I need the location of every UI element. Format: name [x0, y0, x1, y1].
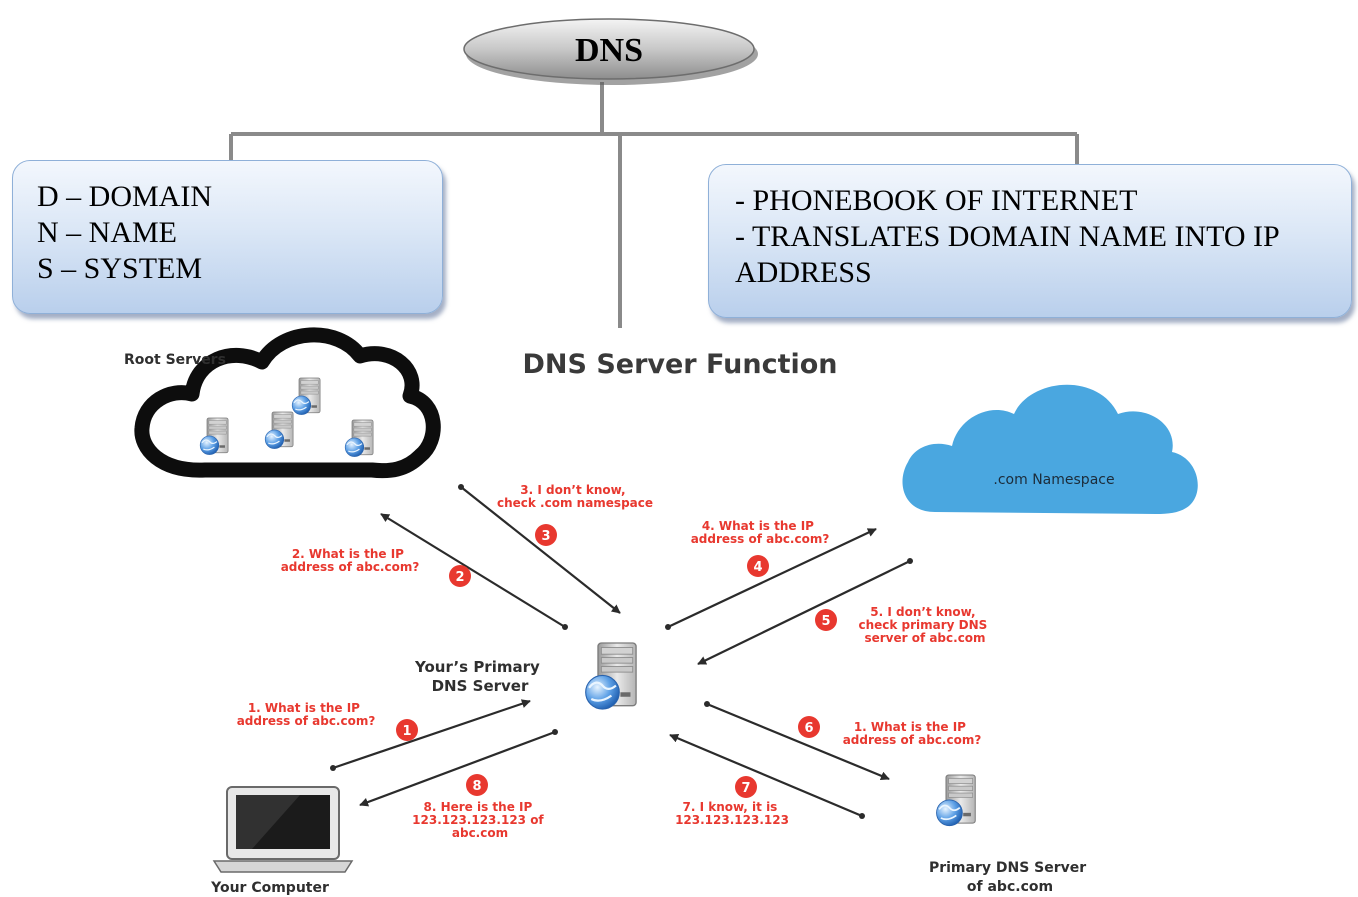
com-namespace-cloud	[902, 384, 1198, 514]
description-box: - PHONEBOOK OF INTERNET - TRANSLATES DOM…	[708, 164, 1352, 318]
dns-title: DNS	[575, 32, 643, 69]
arrow-step-5	[697, 560, 911, 665]
root-servers-cloud	[134, 327, 441, 479]
step-6-text: 1. What is the IP address of abc.com?	[843, 720, 982, 747]
com-namespace-label: .com Namespace	[993, 472, 1114, 488]
abc-dns-server-label: Primary DNS Server of abc.com	[929, 860, 1091, 895]
arrow-step-6	[706, 702, 890, 781]
step-1: 1 1. What is the IP address of abc.com?	[237, 701, 418, 741]
flow-arrows	[332, 486, 911, 818]
arrow-step-4	[667, 528, 877, 628]
step-4-text: 4. What is the IP address of abc.com?	[691, 519, 830, 546]
dns-title-oval: DNS	[463, 18, 758, 85]
step-8: 8 8. Here is the IP 123.123.123.123 of a…	[412, 774, 548, 840]
acronym-line-s: S – SYSTEM	[37, 252, 203, 285]
step-2: 2 2. What is the IP address of abc.com?	[281, 547, 471, 587]
primary-dns-server-label: Your’s Primary DNS Server	[414, 658, 545, 695]
abc-dns-server-icon	[935, 774, 977, 827]
step-7: 7 7. I know, it is 123.123.123.123	[675, 776, 789, 827]
description-line-1: - PHONEBOOK OF INTERNET	[735, 184, 1138, 217]
arrow-step-3	[460, 486, 621, 614]
primary-dns-server-icon	[584, 641, 638, 711]
arrow-step-7	[669, 733, 863, 818]
step-4: 4 4. What is the IP address of abc.com?	[691, 519, 830, 577]
step-8-badge: 8	[472, 779, 481, 794]
step-7-text: 7. I know, it is 123.123.123.123	[675, 800, 789, 827]
computer-label: Your Computer	[210, 880, 329, 896]
step-8-text: 8. Here is the IP 123.123.123.123 of abc…	[412, 800, 548, 840]
step-3-text: 3. I don’t know, check .com namespace	[497, 483, 653, 510]
step-3-badge: 3	[541, 529, 550, 544]
step-5-badge: 5	[821, 614, 830, 629]
step-3: 3 3. I don’t know, check .com namespace	[497, 483, 653, 546]
diagram-title: DNS Server Function	[522, 349, 837, 380]
arrow-tail-dots	[330, 484, 913, 819]
root-servers-label: Root Servers	[124, 352, 226, 368]
arrow-step-2	[380, 513, 566, 628]
step-4-badge: 4	[753, 560, 762, 575]
acronym-line-n: N – NAME	[37, 216, 177, 249]
step-1-text: 1. What is the IP address of abc.com?	[237, 701, 376, 728]
step-5: 5 5. I don’t know, check primary DNS ser…	[815, 605, 991, 645]
step-1-badge: 1	[402, 724, 411, 739]
acronym-box: D – DOMAIN N – NAME S – SYSTEM	[12, 160, 443, 314]
arrow-step-1	[332, 699, 531, 770]
description-line-3: ADDRESS	[735, 256, 872, 289]
laptop-icon	[212, 786, 354, 873]
step-2-text: 2. What is the IP address of abc.com?	[281, 547, 420, 574]
step-7-badge: 7	[741, 781, 750, 796]
step-6-badge: 6	[804, 721, 813, 736]
step-5-text: 5. I don’t know, check primary DNS serve…	[858, 605, 991, 645]
tree-connectors	[229, 82, 1079, 328]
acronym-line-d: D – DOMAIN	[37, 180, 212, 213]
step-2-badge: 2	[455, 570, 464, 585]
description-line-2: - TRANSLATES DOMAIN NAME INTO IP	[735, 220, 1280, 253]
arrow-step-8	[359, 730, 556, 807]
step-6: 6 1. What is the IP address of abc.com?	[798, 716, 981, 747]
